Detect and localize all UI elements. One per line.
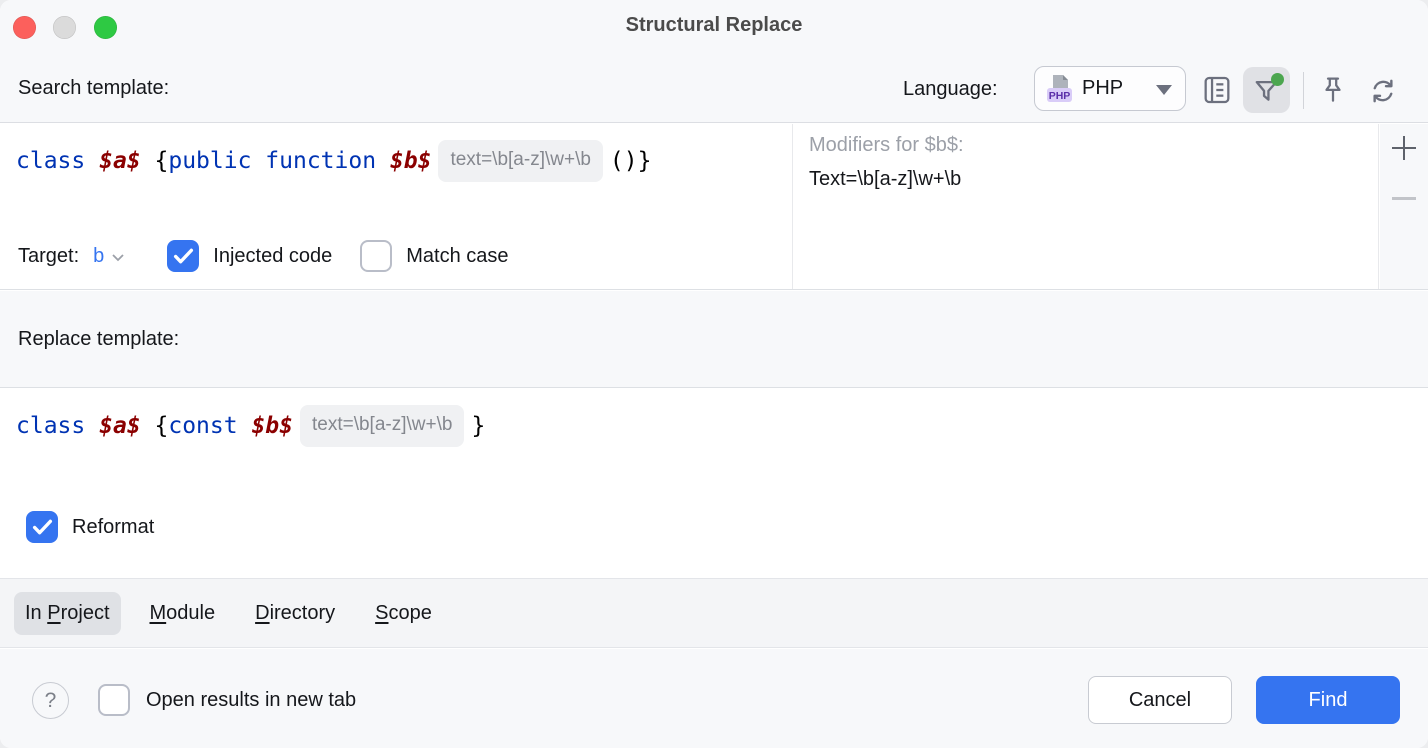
- php-file-icon: PHP: [1047, 75, 1072, 102]
- code-keyword: function: [265, 148, 390, 174]
- minus-icon[interactable]: [1392, 197, 1416, 200]
- search-template-editor[interactable]: class $a$ {public function $b$text=\b[a-…: [0, 124, 793, 289]
- tab-in-project[interactable]: In Project: [14, 591, 121, 635]
- code-keyword: class: [16, 413, 100, 439]
- code-brace: {: [140, 413, 169, 439]
- reformat-label[interactable]: Reformat: [72, 515, 155, 538]
- replace-template-band: Replace template:: [0, 291, 1428, 388]
- dialog-footer: ? Open results in new tab Cancel Find: [0, 649, 1428, 748]
- inlay-hint-chip[interactable]: text=\b[a-z]\w+\b: [299, 405, 465, 447]
- template-variable-a: $a$: [99, 148, 141, 174]
- scope-tabs: In Project Module Directory Scope: [0, 578, 1428, 648]
- code-brace: }: [471, 413, 486, 439]
- cancel-button[interactable]: Cancel: [1088, 676, 1232, 724]
- plus-icon[interactable]: [1390, 134, 1418, 162]
- modifiers-panel[interactable]: Modifiers for $b$: Text=\b[a-z]\w+\b: [794, 124, 1379, 289]
- saved-templates-button[interactable]: [1199, 72, 1235, 108]
- tab-scope[interactable]: Scope: [375, 601, 432, 624]
- target-dropdown-value[interactable]: b: [93, 244, 105, 267]
- open-results-label[interactable]: Open results in new tab: [146, 689, 357, 711]
- editors-section: class $a$ {public function $b$text=\b[a-…: [0, 124, 1428, 290]
- reset-button[interactable]: [1364, 72, 1402, 109]
- check-icon: [32, 519, 53, 535]
- help-button[interactable]: ?: [32, 682, 69, 719]
- find-button[interactable]: Find: [1256, 676, 1400, 724]
- injected-code-label[interactable]: Injected code: [213, 244, 333, 267]
- chevron-down-icon[interactable]: [111, 253, 125, 262]
- tab-directory[interactable]: Directory: [255, 601, 336, 624]
- zoom-window-button[interactable]: [94, 16, 117, 39]
- pin-dialog-button[interactable]: [1316, 73, 1350, 107]
- language-label: Language:: [903, 78, 998, 100]
- template-variable-a: $a$: [99, 413, 141, 439]
- reset-sync-icon: [1373, 79, 1393, 102]
- injected-code-checkbox[interactable]: [167, 240, 200, 272]
- reformat-row: Reformat: [26, 511, 154, 543]
- close-window-button[interactable]: [13, 16, 36, 39]
- php-badge-text: PHP: [1049, 90, 1071, 102]
- language-dropdown[interactable]: PHP PHP: [1034, 66, 1186, 111]
- code-keyword: public: [168, 148, 266, 174]
- template-variable-b: $b$: [251, 413, 293, 439]
- language-selected-value: PHP: [1082, 77, 1124, 99]
- pin-icon: [1325, 77, 1341, 102]
- code-keyword: const: [168, 413, 252, 439]
- modifier-actions-column: [1380, 124, 1428, 289]
- code-parens: ()}: [609, 148, 652, 174]
- modifiers-title: Modifiers for $b$:: [809, 134, 964, 156]
- modifier-entry[interactable]: Text=\b[a-z]\w+\b: [809, 168, 962, 190]
- filter-button-active[interactable]: [1243, 67, 1290, 113]
- chevron-down-icon: [1156, 85, 1172, 95]
- search-template-label: Search template:: [18, 77, 170, 99]
- match-case-checkbox[interactable]: [360, 240, 393, 272]
- reformat-checkbox[interactable]: [26, 511, 58, 543]
- open-results-checkbox[interactable]: [98, 684, 130, 716]
- template-variable-b: $b$: [389, 148, 432, 174]
- replace-template-code: class $a$ {const $b$text=\b[a-z]\w+\b}: [16, 405, 485, 447]
- tab-module[interactable]: Module: [149, 601, 216, 624]
- toolbar-separator: [1303, 72, 1304, 109]
- match-case-label[interactable]: Match case: [406, 244, 509, 267]
- code-brace: {: [140, 148, 169, 174]
- search-template-code: class $a$ {public function $b$text=\b[a-…: [16, 140, 651, 182]
- minimize-window-button: [53, 16, 76, 39]
- replace-template-label: Replace template:: [18, 328, 180, 350]
- window-title: Structural Replace: [625, 14, 803, 36]
- filter-active-badge: [1271, 73, 1284, 86]
- question-mark-icon: ?: [44, 688, 57, 712]
- code-keyword: class: [16, 148, 100, 174]
- check-icon: [174, 248, 194, 264]
- target-label: Target:: [18, 244, 80, 267]
- target-row: Target: b Injected code Match ca: [18, 240, 509, 272]
- inlay-hint-chip[interactable]: text=\b[a-z]\w+\b: [438, 140, 603, 182]
- saved-templates-book-icon: [1204, 76, 1230, 104]
- replace-template-editor[interactable]: class $a$ {const $b$text=\b[a-z]\w+\b}: [0, 389, 1428, 578]
- dialog-header: Structural Replace Search template: Lang…: [0, 0, 1428, 123]
